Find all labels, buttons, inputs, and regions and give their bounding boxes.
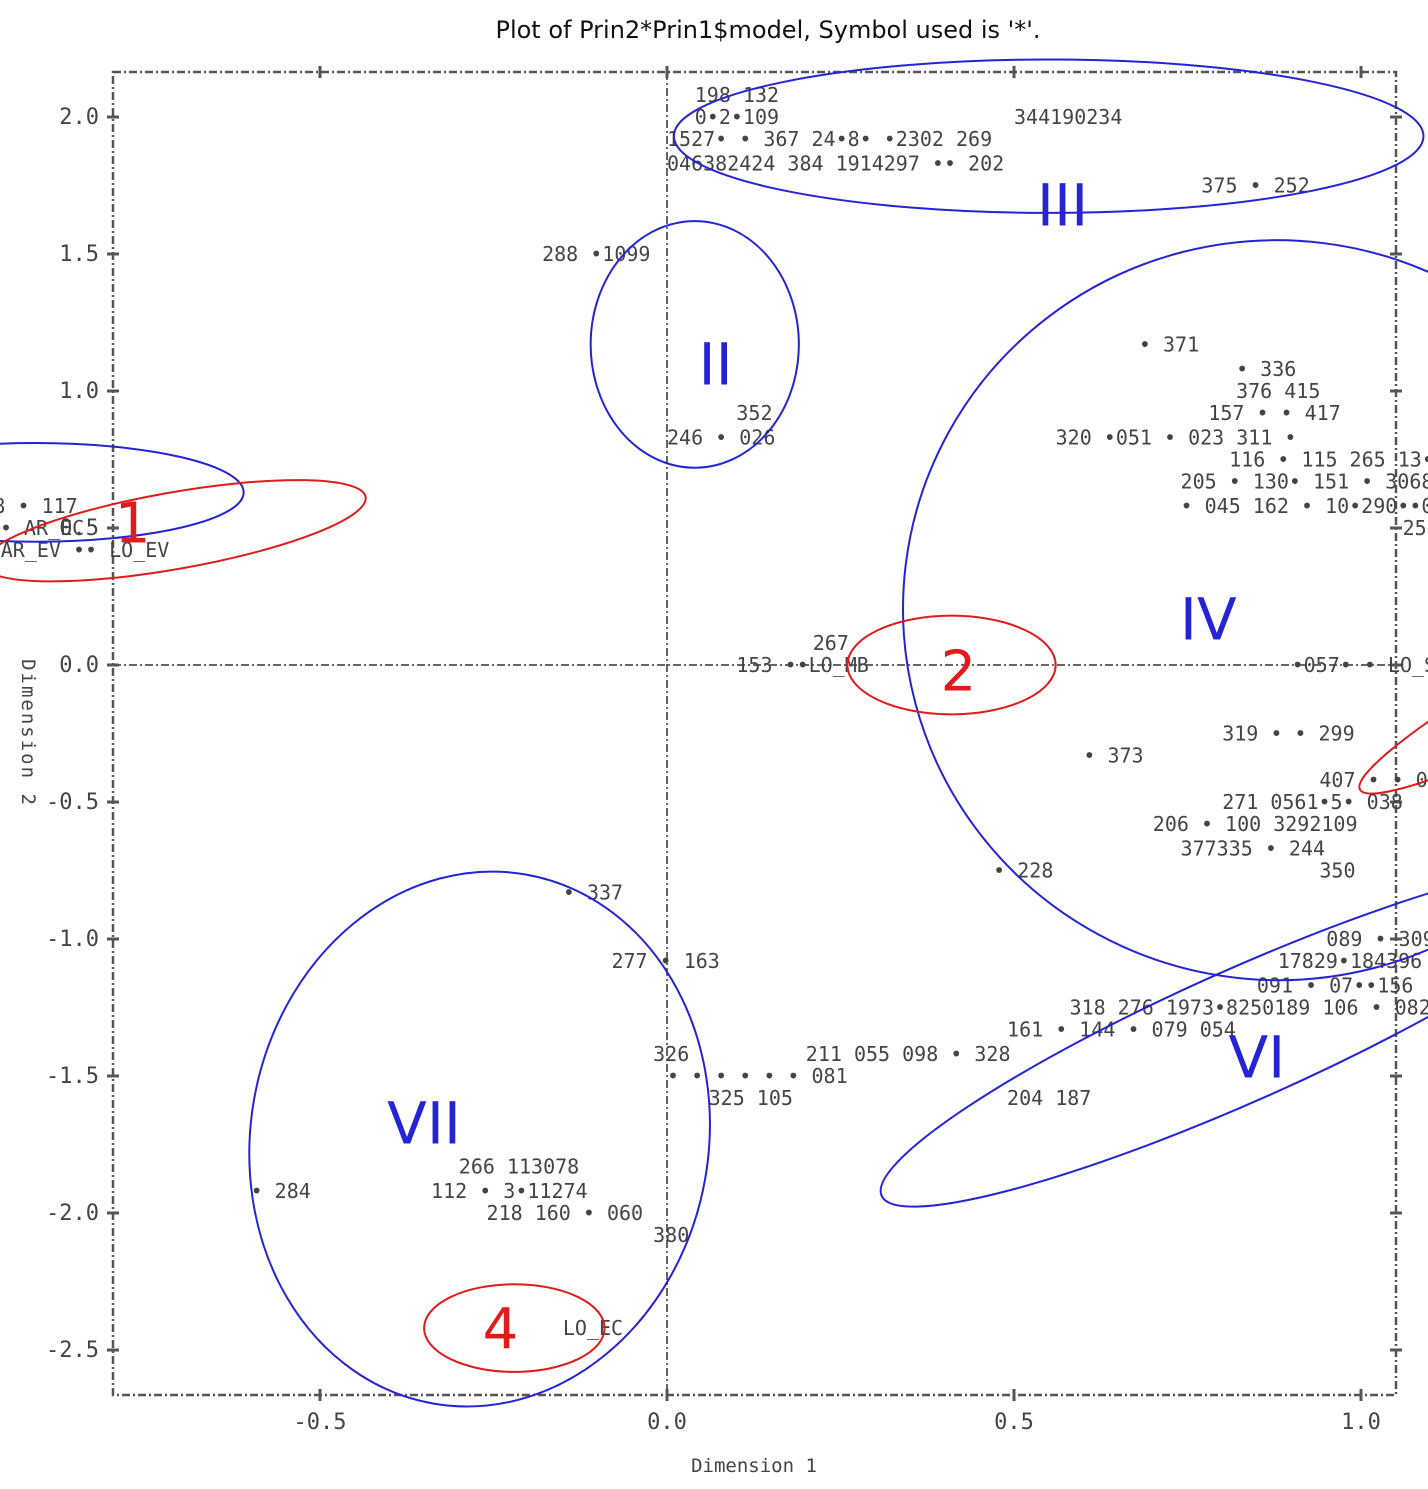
y-tick-label: 2.0 xyxy=(59,105,99,130)
cluster-label: VII xyxy=(387,1089,461,1157)
highlight-label: 4 xyxy=(483,1297,519,1362)
point-label: 350 xyxy=(1319,859,1355,883)
point-label: •057• • LO_SF xyxy=(1292,653,1428,677)
chart-title: Plot of Prin2*Prin1$model, Symbol used i… xyxy=(495,16,1040,44)
cluster-ellipse xyxy=(589,220,800,469)
point-label: 380 xyxy=(653,1223,689,1247)
point-label: 089 • 309 xyxy=(1326,927,1428,951)
point-label: 377335 • 244 xyxy=(1181,837,1326,861)
x-tick-label: -0.5 xyxy=(294,1410,347,1435)
highlight-ellipse xyxy=(846,614,1057,716)
highlight-label: 1 xyxy=(115,492,151,557)
point-label: 046382424 384 1914297 •• 202 xyxy=(667,152,1004,176)
cluster-label: VI xyxy=(1229,1024,1286,1092)
point-label: 352 xyxy=(736,401,772,425)
point-label: 206 • 100 3292109 xyxy=(1153,812,1358,836)
x-axis: -1.5-1.0-0.50.00.51.01.52.0 xyxy=(294,66,1381,1435)
point-label: • 336 xyxy=(1236,357,1296,381)
y-tick-label: -1.0 xyxy=(46,927,99,952)
y-tick-label: -0.5 xyxy=(46,790,99,815)
point-label: 112 • 3•11274 xyxy=(431,1179,588,1203)
plot-frame xyxy=(111,70,1398,1397)
cluster-ellipse xyxy=(879,862,1428,1208)
point-label: 205 • 130• 151 • 30680•22044 191 xyxy=(1181,469,1428,493)
point-label: 266 113078 xyxy=(459,1154,579,1178)
point-label: 318 276 1973•8250189 106 • 082 xyxy=(1070,996,1428,1020)
y-axis-label: Dimension 2 xyxy=(17,659,39,807)
point-label: 211 055 098 • 328 xyxy=(806,1042,1011,1066)
y-tick-label: 1.0 xyxy=(59,379,99,404)
x-tick-label: 1.0 xyxy=(1341,1410,1381,1435)
point-label: 204 187 xyxy=(1007,1086,1091,1110)
reference-lines xyxy=(113,72,1396,1395)
point-label: 246 • 026 xyxy=(667,426,775,450)
cluster-label: IV xyxy=(1180,585,1237,653)
point-label: 326 xyxy=(653,1042,689,1066)
point-label: 1527• • 367 24•8• •2302 269 xyxy=(667,127,992,151)
x-tick-label: 0.0 xyxy=(647,1410,687,1435)
cluster-label: II xyxy=(698,330,732,398)
cluster-label: III xyxy=(1037,172,1088,240)
highlight-label: 2 xyxy=(941,640,977,705)
point-label: 157 • • 417 xyxy=(1208,401,1340,425)
cluster-ellipse xyxy=(672,58,1425,214)
point-label: • 228 xyxy=(993,859,1053,883)
point-label: 161 • 144 • 079 054 xyxy=(1007,1017,1236,1041)
highlight-ellipse xyxy=(1358,458,1428,795)
point-label: • • • • • • 081 xyxy=(667,1064,848,1088)
highlight-ellipse xyxy=(423,1283,606,1373)
point-label: 375 • 252 xyxy=(1201,174,1309,198)
y-tick-label: -1.5 xyxy=(46,1064,99,1089)
point-label: • 284 xyxy=(251,1179,311,1203)
point-label: 091 • 07••156 xyxy=(1257,974,1414,998)
point-label: • 045 162 • 10•290••0•9 1•602•085 xyxy=(1181,494,1428,518)
highlight-ellipses: 1234 xyxy=(0,458,1428,1373)
point-label: 325 105 xyxy=(709,1086,793,1110)
point-label: • 371 xyxy=(1139,332,1199,356)
point-label: • 337 xyxy=(563,880,623,904)
point-label: 267 xyxy=(813,631,849,655)
point-label: 218 160 • 060 xyxy=(487,1201,644,1225)
x-axis-label: Dimension 1 xyxy=(691,1455,817,1477)
point-label: 407 • • 041 xyxy=(1319,768,1428,792)
point-label: 25208247219•41030 •3•••AR_SF • xyxy=(1403,516,1428,540)
point-label: LO_EC xyxy=(563,1316,623,1340)
y-tick-label: 0.5 xyxy=(59,516,99,541)
point-label: 288 •1099 xyxy=(542,242,650,266)
point-label: • 373 xyxy=(1083,743,1143,767)
y-tick-label: 0.0 xyxy=(59,653,99,678)
cluster-ellipse xyxy=(0,442,245,543)
y-tick-label: -2.5 xyxy=(46,1338,99,1363)
cluster-ellipse xyxy=(248,870,711,1408)
point-label: 320 •051 • 023 311 • xyxy=(1056,426,1297,450)
y-axis: 2.0 1.5 1.0 0.5 0.0 -0.5 -1.0 -1.5 -2.0 -2.5 xyxy=(46,105,1402,1363)
y-tick-label: -2.0 xyxy=(46,1201,99,1226)
cluster-ellipse xyxy=(902,239,1428,982)
point-label: 116 • 115 265 13•9004 xyxy=(1229,448,1428,472)
x-tick-label: 0.5 xyxy=(994,1410,1034,1435)
point-label: 319 • • 299 xyxy=(1222,722,1354,746)
cluster-ellipses: IIIIIIIVVVIVIIVIII xyxy=(0,58,1428,1408)
point-label: 376 415 xyxy=(1236,379,1320,403)
y-tick-label: 1.5 xyxy=(59,242,99,267)
point-label: 344190234 xyxy=(1014,105,1122,129)
point-label: 0•2•109 xyxy=(695,105,779,129)
point-label: 24338 • 117 xyxy=(0,494,78,518)
highlight-ellipse xyxy=(0,479,367,583)
